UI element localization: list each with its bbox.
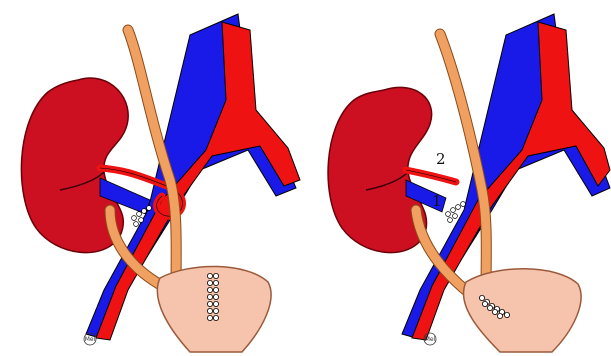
right-signature: Mel	[425, 336, 436, 343]
right-bladder	[464, 269, 582, 352]
right-panel: 2 1 Mel	[306, 0, 611, 356]
right-anatomy-diagram: 2 1 Mel	[306, 0, 611, 356]
right-label-vein: 1	[432, 192, 442, 210]
right-label-artery: 2	[436, 150, 446, 168]
left-signature: Mel	[85, 336, 96, 343]
left-anatomy-diagram: Mel	[0, 0, 306, 356]
left-panel: Mel	[0, 0, 306, 356]
